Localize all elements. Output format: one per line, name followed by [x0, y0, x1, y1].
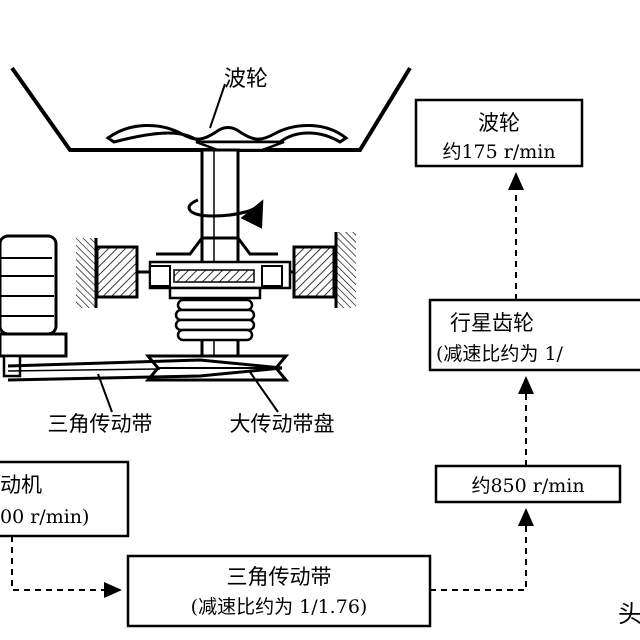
box-impeller-title: 波轮 [478, 111, 520, 135]
box-input-speed-value: 约850 r/min [471, 475, 584, 497]
impeller-disc [105, 123, 349, 152]
box-planetary-gear: 行星齿轮 (减速比约为 1/ [428, 298, 640, 372]
rotation-arrow [187, 198, 264, 229]
box-motor: 动机 00 r/min) [0, 460, 130, 538]
box-motor-title: 动机 [0, 473, 42, 497]
box-v-belt-ratio: 三角传动带 (减速比约为 1/1.76) [126, 554, 432, 628]
arrow-belt-to-speed [430, 508, 534, 591]
label-big-pulley: 大传动带盘 [230, 412, 335, 436]
box-input-speed: 约850 r/min [434, 464, 622, 504]
right-wall-mount [292, 232, 356, 308]
box-v-belt-ratio-value: (减速比约为 1/1.76) [191, 596, 368, 618]
belt-leader [97, 373, 113, 413]
box-planetary-ratio: (减速比约为 1/ [436, 343, 564, 365]
box-impeller-speed-value: 约175 r/min [442, 141, 555, 163]
box-impeller-speed: 波轮 约175 r/min [414, 98, 584, 168]
box-motor-speed: 00 r/min) [0, 506, 89, 528]
label-impeller: 波轮 [224, 67, 268, 92]
box-v-belt-title: 三角传动带 [227, 565, 332, 589]
arrow-motor-to-belt [11, 536, 122, 598]
pulley-leader [249, 371, 279, 413]
flow-arrows [11, 172, 534, 598]
left-wall-mount [76, 238, 139, 308]
clutch-spring [174, 298, 256, 342]
label-v-belt: 三角传动带 [48, 412, 153, 436]
v-belt [7, 358, 283, 382]
box-planetary-title: 行星齿轮 [450, 311, 534, 335]
watermark: 头 [618, 600, 640, 628]
impeller-leader [209, 83, 226, 129]
planetary-gear-housing [137, 236, 294, 300]
motor [0, 234, 68, 378]
